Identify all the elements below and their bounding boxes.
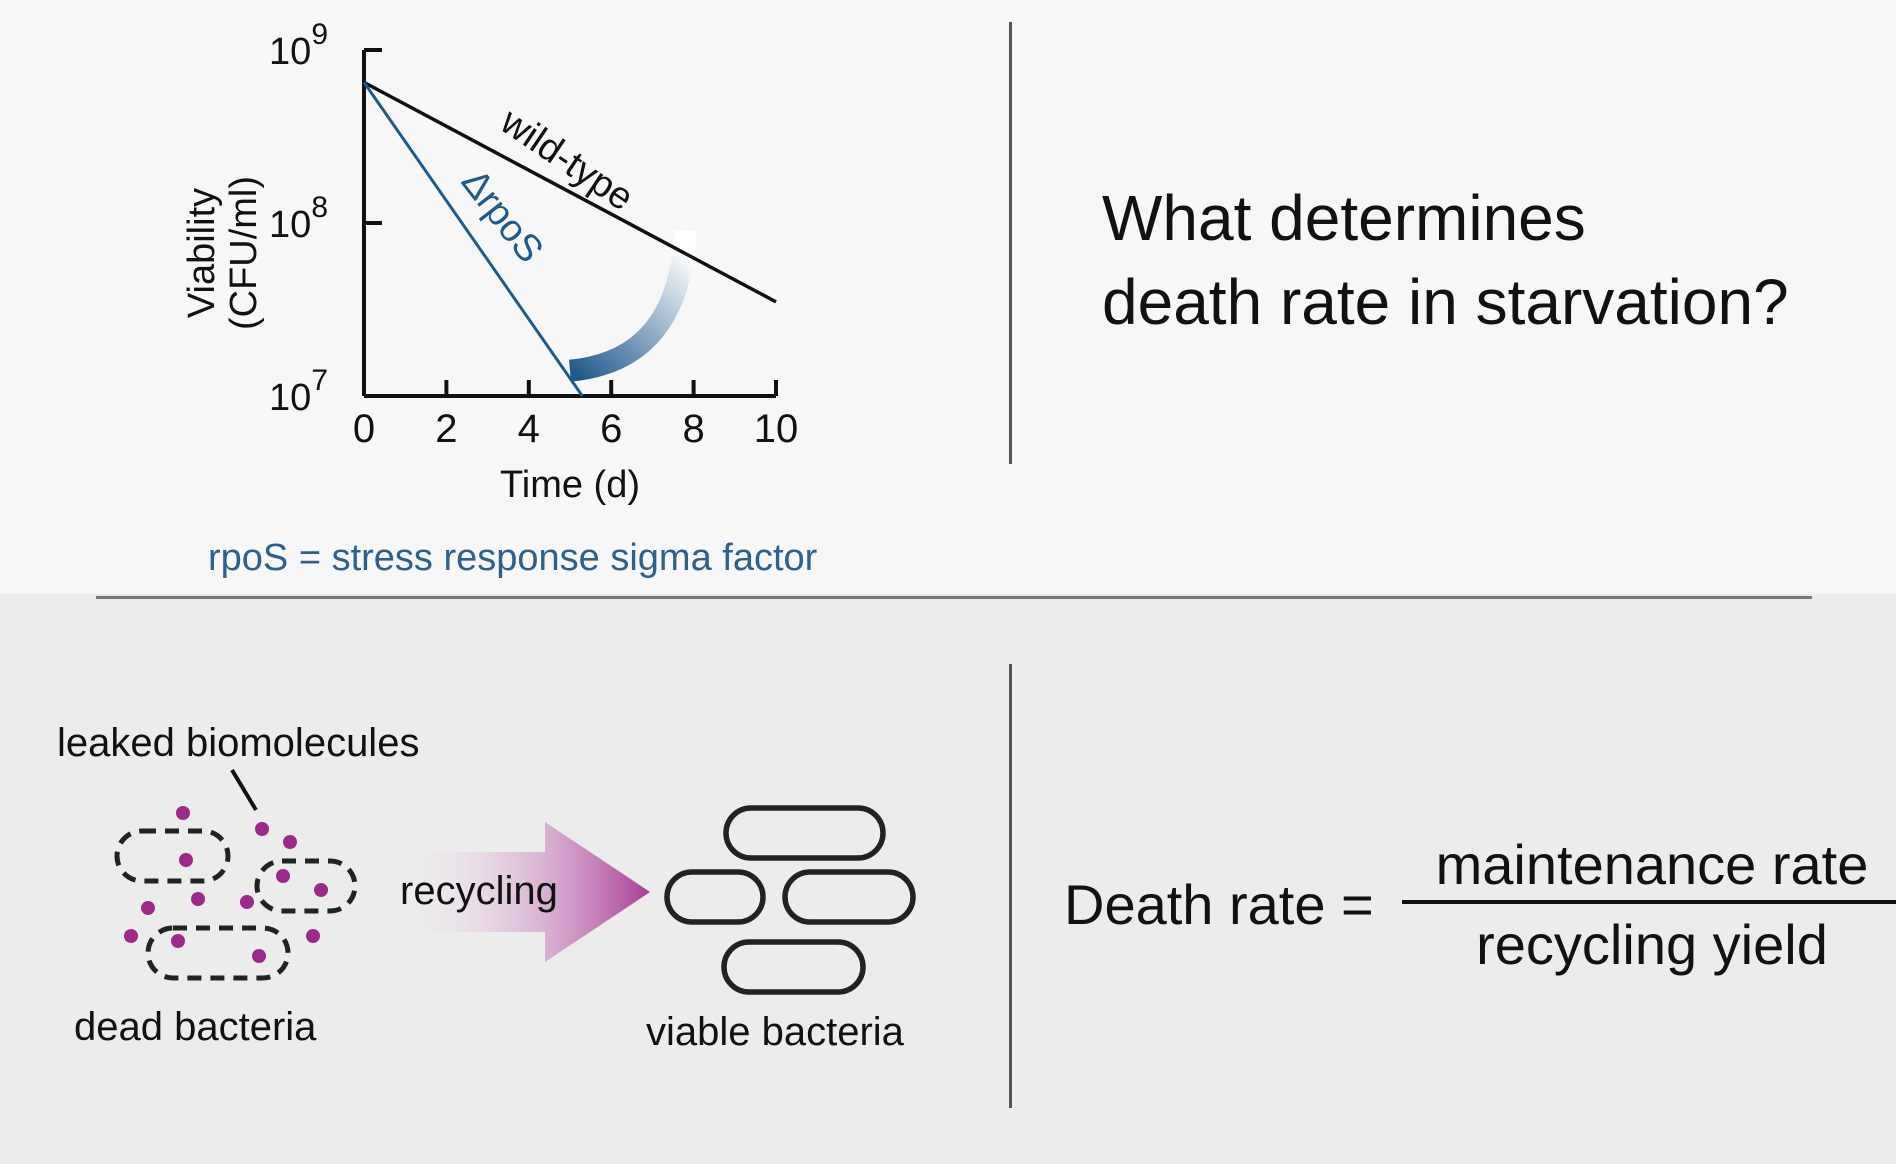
- biomolecule-dot: [179, 853, 193, 867]
- dead-bacteria-label: dead bacteria: [74, 1005, 317, 1049]
- biomolecule-dot: [252, 949, 266, 963]
- recycling-diagram: leaked biomolecules dead bacteria recycl…: [57, 721, 916, 1054]
- recycling-arrow-label: recycling: [400, 869, 558, 913]
- biomolecule-dot: [141, 901, 155, 915]
- leaked-biomolecules-label: leaked biomolecules: [57, 721, 419, 765]
- question-heading: What determines death rate in starvation…: [1102, 176, 1789, 344]
- viable-bacterium: [723, 805, 886, 861]
- series-line-wild-type: [363, 80, 777, 304]
- leaked-biomolecule-dots: [124, 806, 328, 963]
- vertical-divider-top: [1009, 22, 1012, 464]
- formula-numerator: maintenance rate: [1435, 833, 1869, 896]
- formula-denominator: recycling yield: [1476, 913, 1828, 976]
- viable-bacteria-label: viable bacteria: [646, 1010, 905, 1054]
- x-tick-label: 10: [754, 407, 799, 451]
- x-tick-label: 2: [435, 407, 457, 451]
- biomolecule-dot: [191, 892, 205, 906]
- biomolecule-dot: [283, 835, 297, 849]
- question-line-1: What determines: [1102, 182, 1586, 254]
- x-tick-label: 0: [353, 407, 375, 451]
- biomolecule-dot: [124, 929, 138, 943]
- x-tick-label: 6: [600, 407, 622, 451]
- biomolecule-dot: [240, 895, 254, 909]
- horizontal-divider: [96, 596, 1812, 599]
- y-axis-label-line2: (CFU/ml): [223, 176, 265, 330]
- viable-bacterium: [721, 939, 866, 995]
- biomolecule-dot: [255, 822, 269, 836]
- rpos-footnote: rpoS = stress response sigma factor: [208, 537, 818, 579]
- dead-bacterium: [145, 925, 291, 981]
- x-tick-label: 8: [682, 407, 704, 451]
- viable-bacteria-group: [664, 805, 916, 995]
- vertical-divider-bottom: [1009, 664, 1012, 1108]
- y-axis-label-line1: Viability: [181, 188, 223, 318]
- viable-bacterium: [782, 869, 916, 925]
- top-panel: [0, 0, 1896, 594]
- biomolecule-dot: [306, 929, 320, 943]
- dead-bacterium: [114, 828, 231, 884]
- death-rate-formula: Death rate = maintenance rate recycling …: [1062, 832, 1896, 992]
- viable-bacterium: [664, 869, 766, 925]
- biomolecule-dot: [276, 869, 290, 883]
- question-line-2: death rate in starvation?: [1102, 266, 1789, 338]
- leaked-pointer-line: [230, 768, 258, 812]
- bottom-panel: [0, 594, 1896, 1164]
- recycling-arrow: [385, 822, 650, 962]
- x-tick-label: 4: [518, 407, 540, 451]
- formula-fraction-bar: [1402, 900, 1896, 904]
- formula-lhs: Death rate =: [1064, 873, 1374, 936]
- x-axis-label: Time (d): [500, 464, 640, 506]
- biomolecule-dot: [171, 934, 185, 948]
- death-rate-gap-arc: [568, 230, 697, 382]
- dead-bacteria-group: [114, 828, 358, 981]
- biomolecule-dot: [176, 806, 190, 820]
- series-line-rpos: [362, 81, 584, 397]
- biomolecule-dot: [314, 883, 328, 897]
- dead-bacterium: [254, 858, 358, 914]
